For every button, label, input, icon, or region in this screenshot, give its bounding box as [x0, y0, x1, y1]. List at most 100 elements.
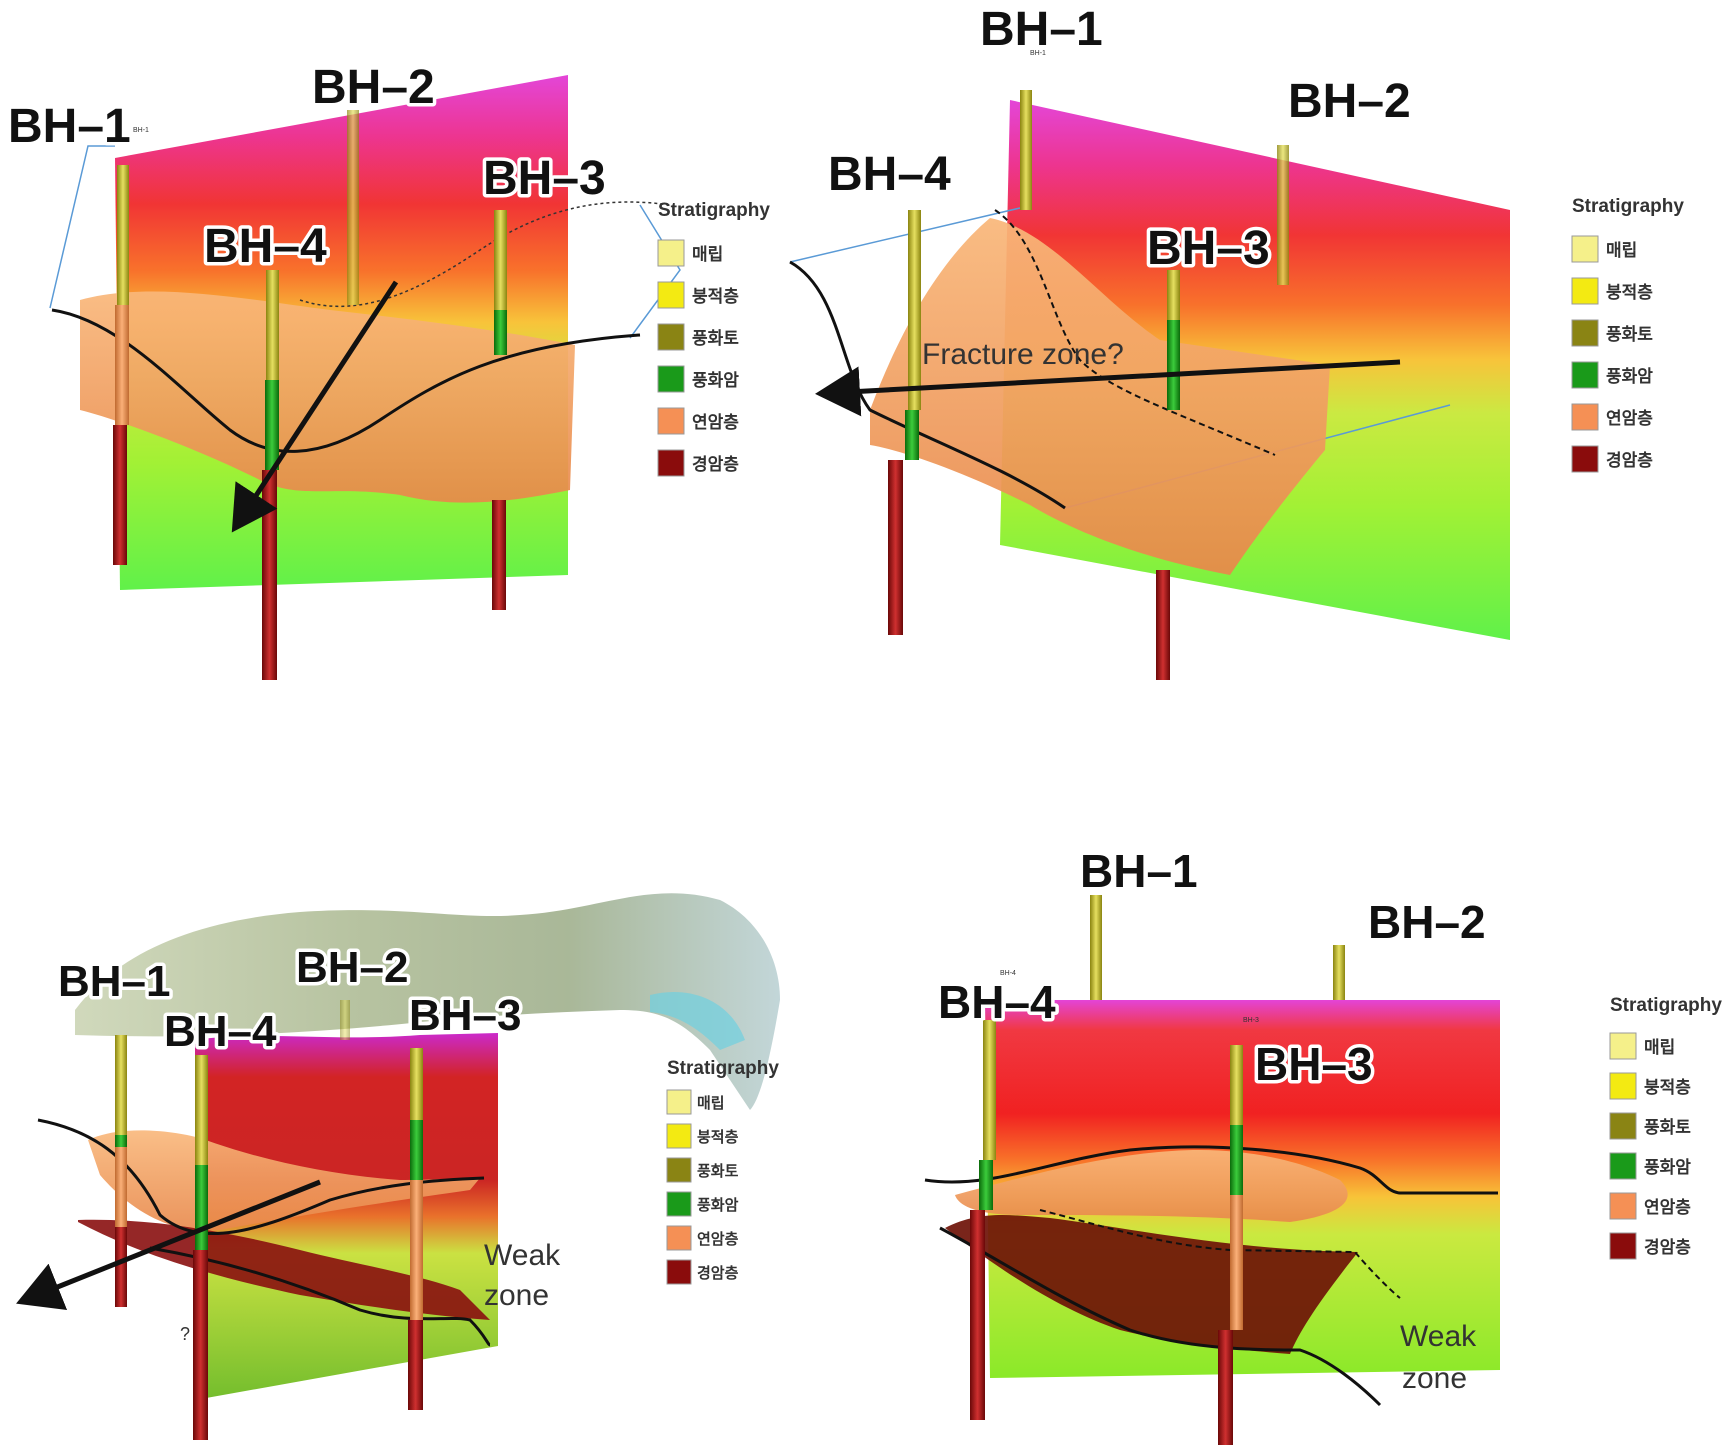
label-bh3: BH–3 [409, 991, 522, 1040]
legend-swatch-5 [657, 449, 685, 477]
legend-swatch-1 [1609, 1072, 1637, 1100]
label-bh1: BH–1 [980, 3, 1103, 56]
legend-label-1: 붕적층 [697, 1128, 739, 1146]
tag-bh1: BH-1 [133, 127, 149, 134]
question-mark: ? [180, 1324, 190, 1344]
legend-swatch-2 [657, 323, 685, 351]
borehole-bh3 [408, 1048, 423, 1410]
hard-rock-body [945, 1215, 1358, 1354]
annotation-weak-zone-line2: zone [484, 1279, 549, 1312]
tag-bh1: BH-1 [1030, 50, 1046, 57]
legend-label-3: 풍화암 [1606, 367, 1653, 386]
legend-swatch-1 [657, 281, 685, 309]
legend-label-0: 매립 [1606, 241, 1637, 260]
borehole-bh4 [193, 1055, 208, 1440]
legend-swatch-5 [1571, 445, 1599, 473]
borehole-bh2 [1333, 945, 1345, 1000]
flow-arrow [231, 280, 399, 533]
legend-label-5: 경암층 [692, 455, 739, 474]
borehole-bh3 [1156, 270, 1180, 680]
panel-top-left: BH–1 BH-1 BH–2 BH–3 BH–4 [5, 58, 681, 680]
borehole-bh3 [1218, 1045, 1243, 1445]
legend-label-2: 풍화토 [1644, 1118, 1691, 1137]
soft-rock-body [870, 218, 1330, 575]
soft-rock-outline [924, 1145, 1498, 1195]
annotation-fracture-zone: Fracture zone? [922, 338, 1124, 371]
aerial-photo-surface [75, 893, 780, 1110]
hard-rock-body [78, 1219, 490, 1320]
panel-bottom-right: BH–1 BH–2 BH–3 BH–4 BH-4 BH-3 Weak zone [924, 842, 1500, 1445]
soft-rock-outline [37, 1118, 485, 1236]
legend-swatch-0 [666, 1089, 692, 1115]
legend-title: Stratigraphy [667, 1058, 779, 1079]
legend-label-4: 연암층 [692, 413, 739, 432]
fracture-dashed-line [994, 209, 1276, 456]
label-bh4: BH–4 [204, 220, 327, 273]
legend-swatch-4 [1571, 403, 1599, 431]
label-bh4: BH–4 [828, 148, 951, 201]
borehole-bh3 [492, 210, 507, 610]
label-bh4: BH–4 [938, 976, 1056, 1028]
legend-swatch-3 [1571, 361, 1599, 389]
legend-label-3: 풍화암 [1644, 1158, 1691, 1177]
legend-swatch-0 [1609, 1032, 1637, 1060]
annotation-weak-zone-line1: Weak [484, 1239, 561, 1272]
soft-rock-body [88, 1130, 480, 1231]
label-bh4: BH–4 [164, 1007, 277, 1056]
legend-label-2: 풍화토 [697, 1163, 739, 1180]
legend-swatch-5 [1609, 1232, 1637, 1260]
label-bh2: BH–2 [1288, 75, 1411, 128]
label-bh2: BH–2 [1368, 896, 1486, 948]
panel-top-right: Fracture zone? BH–1 BH-1 BH–2 BH–3 BH–4 [789, 0, 1510, 680]
legend-label-5: 경암층 [1606, 451, 1653, 470]
legend-swatch-0 [1571, 235, 1599, 263]
legend-label-0: 매립 [1644, 1038, 1675, 1057]
legend-bottom-left: Stratigraphy 매립 붕적층 풍화토 풍화암 연암층 경암층 [666, 1058, 779, 1285]
legend-title: Stratigraphy [1610, 995, 1722, 1016]
legend-swatch-5 [666, 1259, 692, 1285]
legend-top-right: Stratigraphy 매립 붕적층 풍화토 풍화암 연암층 경암층 [1571, 196, 1684, 473]
site-boundary-outline [49, 145, 681, 339]
legend-title: Stratigraphy [658, 200, 770, 221]
soft-rock-outline [789, 260, 1066, 510]
label-bh2: BH–2 [296, 943, 409, 992]
legend-swatch-4 [1609, 1192, 1637, 1220]
aerial-photo-water [650, 992, 745, 1050]
legend-label-3: 풍화암 [692, 371, 739, 390]
legend-swatch-1 [1571, 277, 1599, 305]
legend-label-0: 매립 [692, 245, 723, 264]
borehole-bh1 [115, 1035, 127, 1307]
legend-bottom-right: Stratigraphy 매립 붕적층 풍화토 풍화암 연암층 경암층 [1609, 995, 1722, 1260]
legend-label-5: 경암층 [1644, 1238, 1691, 1257]
label-bh1: BH–1 [1080, 845, 1198, 897]
legend-swatch-3 [1609, 1152, 1637, 1180]
legend-swatch-4 [657, 407, 685, 435]
label-bh1: BH–1 [58, 957, 171, 1006]
weak-zone-dashed-line [1039, 1209, 1401, 1299]
label-bh3: BH–3 [1147, 222, 1270, 275]
label-bh3: BH–3 [483, 152, 606, 205]
legend-label-3: 풍화암 [697, 1196, 739, 1214]
annotation-weak-zone-line2: zone [1402, 1362, 1467, 1395]
flow-arrow [815, 359, 1401, 417]
legend-label-1: 붕적층 [692, 287, 739, 306]
borehole-bh2 [1277, 145, 1289, 285]
annotation-weak-zone-line1: Weak [1400, 1320, 1477, 1353]
legend-swatch-0 [657, 239, 685, 267]
legend-label-1: 붕적층 [1644, 1078, 1691, 1097]
legend-top-left: Stratigraphy 매립 붕적층 풍화토 풍화암 연암층 경암층 [657, 200, 770, 477]
legend-title: Stratigraphy [1572, 196, 1684, 217]
legend-swatch-3 [666, 1191, 692, 1217]
borehole-bh1 [1090, 895, 1102, 1000]
tag-bh3: BH-3 [1243, 1017, 1259, 1024]
legend-swatch-2 [1571, 319, 1599, 347]
borehole-bh1 [113, 165, 129, 565]
label-bh3: BH–3 [1255, 1038, 1373, 1090]
hard-rock-outline [939, 1226, 1382, 1407]
borehole-bh1 [1020, 90, 1032, 210]
surface-dotted-line [299, 201, 671, 308]
soft-rock-body [955, 1150, 1348, 1222]
legend-swatch-2 [666, 1157, 692, 1183]
label-bh2: BH–2 [312, 61, 435, 114]
borehole-bh4 [888, 210, 921, 635]
